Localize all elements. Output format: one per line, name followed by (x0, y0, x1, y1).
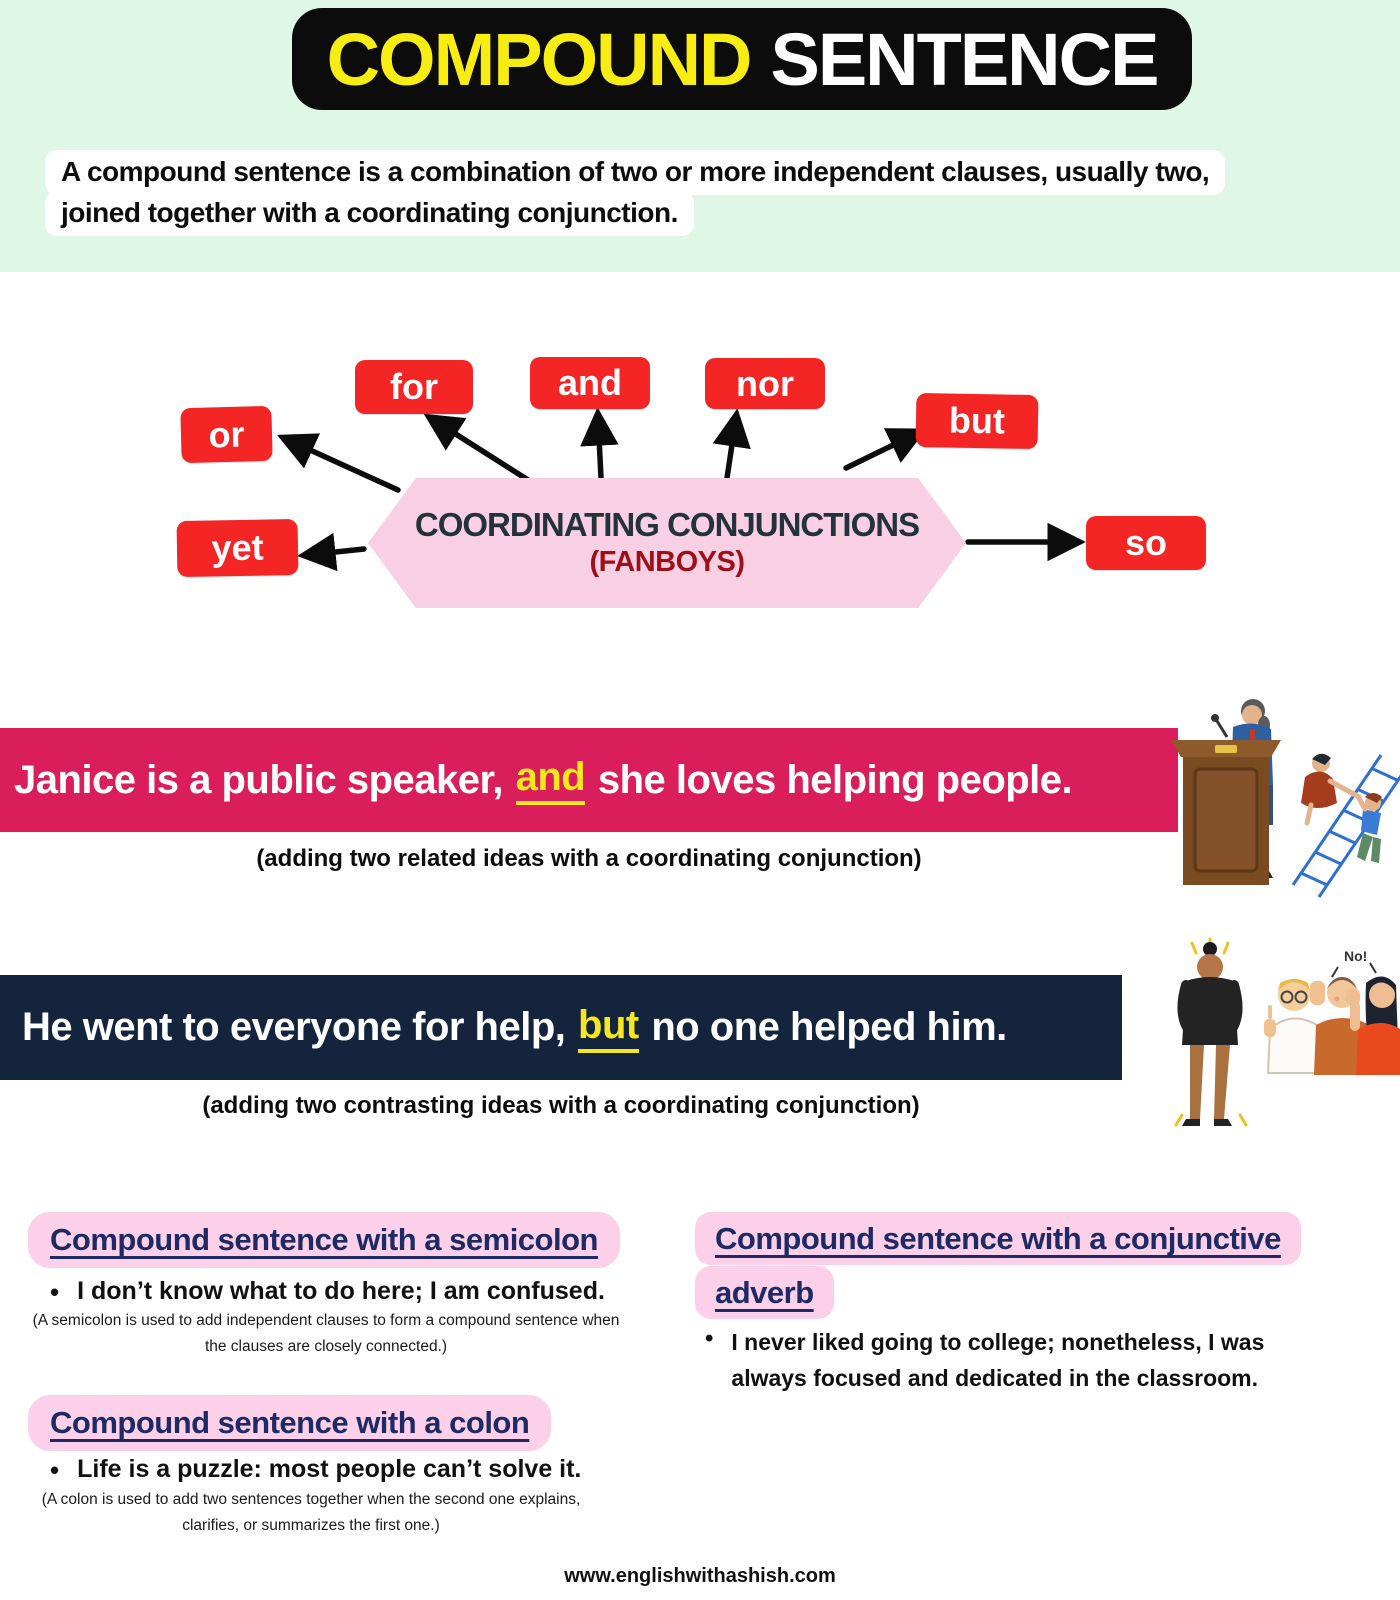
definition-line-2: joined together with a coordinating conj… (45, 190, 694, 236)
example-2-caption: (adding two contrasting ideas with a coo… (202, 1092, 920, 1119)
example-2-pre-text: He went to everyone for help, (22, 1005, 566, 1049)
hexagon-subtitle: (FANBOYS) (589, 545, 746, 578)
example-banner-and: Janice is a public speaker, and she love… (0, 728, 1178, 832)
fanboys-diagram: COORDINATING CONJUNCTIONS (FANBOYS) for … (0, 340, 1400, 660)
example-1-pre-text: Janice is a public speaker, (14, 757, 504, 802)
conjunctive-adverb-example-text: I never liked going to college; nonethel… (731, 1325, 1264, 1396)
conjunctive-adverb-example-line-1: I never liked going to college; nonethel… (731, 1329, 1265, 1355)
arrow-to-but (843, 428, 927, 471)
page-title: COMPOUND SENTENCE (292, 8, 1192, 110)
conjunctive-adverb-example-line-2: always focused and dedicated in the clas… (731, 1364, 1259, 1391)
semicolon-note-line-2: the clauses are closely connected.) (204, 1337, 448, 1355)
page-title-rest: SENTENCE (770, 17, 1159, 101)
asking-man-figure (1174, 937, 1248, 1127)
people-refusing-illustration: No! (1174, 937, 1400, 1127)
colon-note: (A colon is used to add two sentences to… (20, 1487, 602, 1538)
conjunction-chip-or: or (180, 405, 273, 464)
semicolon-example-bullet: • I don’t know what to do here; I am con… (50, 1277, 605, 1308)
ladder-icon (1291, 754, 1400, 898)
example-2-conjunction: but (578, 1003, 639, 1053)
colon-example-bullet: • Life is a puzzle: most people can’t so… (50, 1455, 581, 1486)
colon-note-line-2: clarifies, or summarizes the first one.) (182, 1516, 440, 1534)
coordinating-conjunctions-hexagon: COORDINATING CONJUNCTIONS (FANBOYS) (368, 478, 966, 608)
arrow-to-nor (712, 408, 751, 481)
arrow-to-yet (297, 532, 367, 572)
bullet-glyph: • (50, 1277, 60, 1307)
podium-speaker-illustration (1171, 699, 1400, 898)
section-heading-conjunctive-adverb: Compound sentence with a conjunctive adv… (695, 1212, 1367, 1321)
page-title-highlight: COMPOUND (326, 17, 753, 101)
refusing-group-figures: No! (1264, 948, 1400, 1075)
conjunctive-adverb-example-bullet: • I never liked going to college; noneth… (705, 1325, 1264, 1396)
example-1-caption: (adding two related ideas with a coordin… (256, 845, 922, 872)
no-speech-label: No! (1344, 948, 1367, 964)
website-footer: www.englishwithashish.com (564, 1565, 836, 1587)
colon-example-text: Life is a puzzle: most people can’t solv… (77, 1455, 582, 1483)
section-heading-conjunctive-adverb-text: Compound sentence with a conjunctive adv… (695, 1212, 1301, 1320)
colon-note-line-1: (A colon is used to add two sentences to… (41, 1491, 581, 1508)
example-1-conjunction: and (515, 755, 586, 805)
example-1-post-text: she loves helping people. (597, 757, 1073, 802)
semicolon-example-text: I don’t know what to do here; I am confu… (77, 1277, 605, 1305)
example-2-post-text: no one helped him. (651, 1005, 1007, 1049)
arrow-to-for (423, 413, 531, 483)
semicolon-note-line-1: (A semicolon is used to add independent … (32, 1312, 620, 1329)
arrow-to-and (580, 407, 619, 481)
conjunction-chip-so: so (1086, 516, 1206, 570)
conjunction-chip-nor: nor (705, 358, 825, 409)
podium-icon (1171, 714, 1281, 885)
bullet-glyph: • (50, 1455, 60, 1485)
example-banner-but: He went to everyone for help, but no one… (0, 975, 1122, 1080)
section-heading-colon: Compound sentence with a colon (28, 1395, 552, 1451)
section-heading-semicolon: Compound sentence with a semicolon (28, 1212, 620, 1268)
definition-block: A compound sentence is a combination of … (45, 150, 1226, 236)
conjunction-chip-but: but (915, 392, 1039, 450)
conjunction-chip-and: and (530, 357, 650, 409)
climber-figure (1356, 793, 1382, 863)
bullet-glyph: • (705, 1325, 714, 1352)
helper-figure (1301, 753, 1362, 826)
semicolon-note: (A semicolon is used to add independent … (20, 1308, 632, 1359)
hexagon-title: COORDINATING CONJUNCTIONS (414, 506, 920, 544)
conjunction-chip-for: for (355, 360, 473, 414)
diagram-arrows (276, 407, 1086, 572)
conjunction-chip-yet: yet (176, 518, 299, 578)
arrow-to-or (276, 433, 401, 493)
definition-line-1: A compound sentence is a combination of … (45, 150, 1226, 195)
